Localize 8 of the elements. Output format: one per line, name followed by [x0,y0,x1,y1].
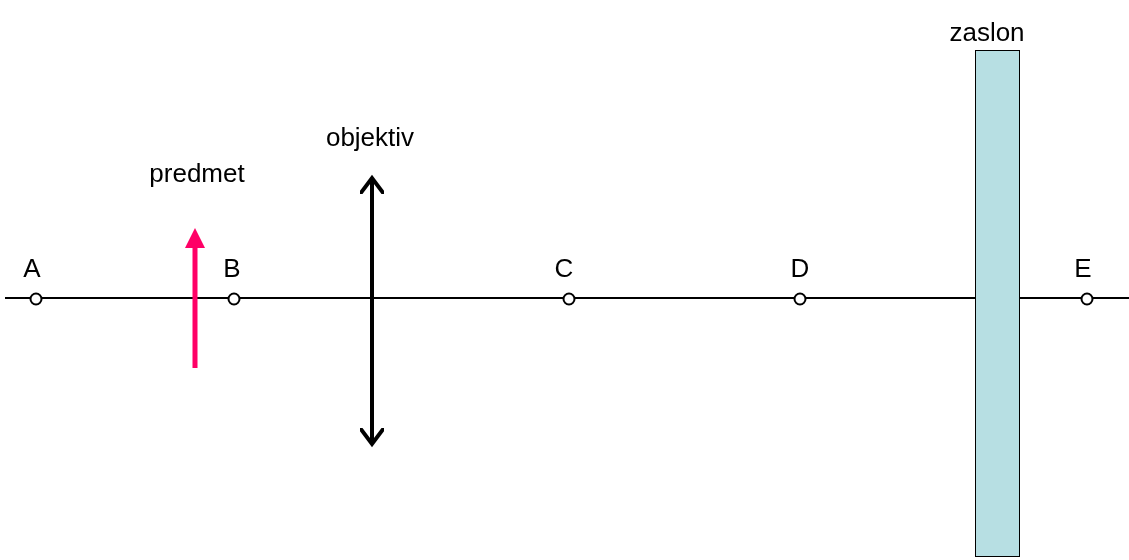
screen-label: zaslon [949,17,1025,47]
lens-label: objektiv [325,122,415,152]
point-label: E [1074,253,1092,283]
point-label: A [23,253,41,283]
object-label: predmet [149,158,245,188]
point-label: B [223,253,241,283]
point-label: C [554,253,574,283]
point-label: D [790,253,810,283]
